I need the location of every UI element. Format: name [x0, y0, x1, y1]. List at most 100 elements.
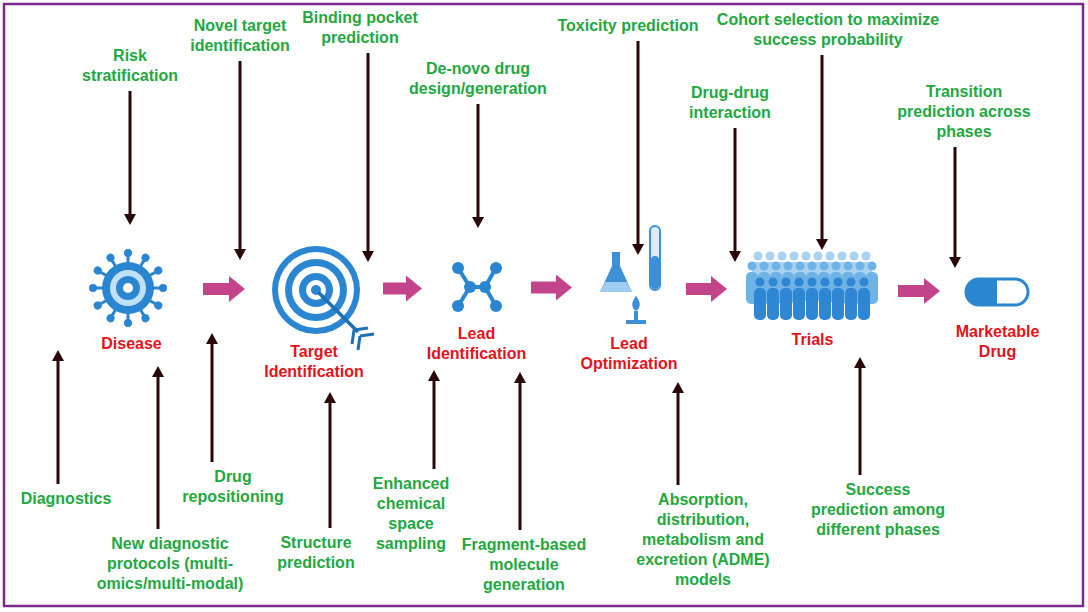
leader-arrow: [367, 53, 370, 251]
crowd-icon: [746, 252, 878, 321]
leader-arrow: [677, 393, 680, 485]
leader-arrow: [129, 91, 132, 214]
annotation-text: Success prediction among different phase…: [808, 480, 948, 540]
outer-frame: [4, 4, 1083, 606]
stage-label: Target Identification: [259, 342, 369, 382]
pill-icon: [966, 279, 1028, 305]
person: [832, 278, 844, 321]
flask-liquid: [600, 282, 632, 292]
annotation-text: Binding pocket prediction: [297, 8, 423, 48]
stage-label-block: Disease: [77, 334, 187, 354]
annotation-block: Binding pocket prediction: [297, 8, 423, 48]
virus-spike: [124, 249, 132, 264]
stage-label-block: Marketable Drug: [943, 322, 1053, 362]
person: [819, 278, 831, 321]
virus-spikes: [89, 249, 167, 327]
annotation-text: Toxicity prediction: [548, 16, 708, 36]
spike-knob: [140, 313, 151, 324]
spike-knob: [89, 284, 97, 292]
leader-arrow: [954, 147, 957, 257]
edge-group: [203, 288, 924, 292]
leader-arrow: [157, 377, 160, 529]
annotation-block: Risk stratification: [74, 46, 186, 86]
stage-label-block: Lead Identification: [422, 324, 532, 364]
annotation-block: Enhanced chemical space sampling: [368, 474, 454, 554]
annotation-block: Absorption, distribution, metabolism and…: [632, 490, 774, 590]
stage-label: Trials: [758, 330, 868, 350]
test-tube: [650, 226, 660, 290]
annotation-text: Drug-drug interaction: [682, 83, 778, 123]
molecule-atoms: [452, 262, 502, 312]
target-arrow-shaft: [318, 292, 358, 332]
molecule-icon: [452, 262, 502, 312]
spike-knob: [153, 265, 164, 276]
leader-arrow: [57, 361, 60, 484]
virus-center: [123, 283, 133, 293]
person: [767, 278, 779, 321]
stage-node: Marketable Drug: [940, 268, 1055, 316]
spike-knob: [92, 300, 103, 311]
burner-base: [626, 320, 646, 324]
annotation-block: Drug-drug interaction: [682, 83, 778, 123]
annotation-block: Drug repositioning: [178, 467, 288, 507]
leader-arrow: [433, 381, 436, 469]
annotation-text: Transition prediction across phases: [893, 82, 1035, 142]
annotation-block: De-novo drug design/generation: [404, 59, 552, 99]
virus-spike: [89, 284, 104, 292]
leader-group: [58, 41, 955, 530]
stage-node: Trials: [727, 250, 898, 326]
annotation-text: De-novo drug design/generation: [404, 59, 552, 99]
molecule-atom: [490, 262, 502, 274]
flow-arrow: [383, 283, 406, 295]
leader-arrow: [734, 128, 737, 251]
leader-arrow: [859, 368, 862, 475]
virus-ring: [110, 270, 146, 306]
annotation-block: Toxicity prediction: [548, 16, 708, 36]
virus-spike: [152, 284, 167, 292]
annotation-text: New diagnostic protocols (multi-omics/mu…: [92, 534, 248, 594]
tube-liquid: [651, 256, 659, 289]
stage-node: Lead Optimization: [572, 222, 686, 330]
spike-knob: [153, 300, 164, 311]
annotation-block: Novel target identification: [184, 16, 296, 56]
stage-label: Lead Optimization: [574, 334, 684, 374]
burner-flame: [632, 296, 640, 311]
flow-arrow: [898, 285, 924, 297]
annotation-text: Novel target identification: [184, 16, 296, 56]
annotation-text: Cohort selection to maximize success pro…: [711, 10, 945, 50]
leader-arrow: [239, 61, 242, 249]
leader-arrow: [211, 344, 214, 462]
crowd-front-row: [754, 278, 870, 321]
lab-icon: [600, 226, 660, 324]
stage-node: Lead Identification: [422, 255, 531, 320]
person: [858, 278, 870, 321]
target-arrow-feathers: [352, 328, 374, 350]
molecule-atom: [464, 281, 476, 293]
person: [845, 278, 857, 321]
stage-label: Marketable Drug: [943, 322, 1053, 362]
pill-half: [966, 279, 997, 305]
burner-stem: [634, 311, 638, 320]
stage-node: Disease: [60, 248, 203, 328]
stage-label-block: Trials: [758, 330, 868, 350]
leader-arrow: [477, 104, 480, 217]
molecule-atom: [490, 300, 502, 312]
stage-node: Target Identification: [245, 243, 383, 338]
annotation-text: Risk stratification: [74, 46, 186, 86]
annotation-block: New diagnostic protocols (multi-omics/mu…: [92, 534, 248, 594]
annotation-text: Fragment-based molecule generation: [458, 535, 590, 595]
molecule-atom: [452, 262, 464, 274]
leader-arrow: [519, 383, 522, 530]
stage-label-block: Target Identification: [259, 342, 369, 382]
stage-label: Disease: [77, 334, 187, 354]
person: [754, 278, 766, 321]
person: [793, 278, 805, 321]
annotation-text: Absorption, distribution, metabolism and…: [632, 490, 774, 590]
spike-knob: [124, 319, 132, 327]
molecule-bonds: [458, 268, 496, 306]
virus-body: [102, 262, 154, 314]
annotation-block: Diagnostics: [16, 489, 116, 509]
stage-label-block: Lead Optimization: [574, 334, 684, 374]
virus-core: [116, 276, 140, 300]
